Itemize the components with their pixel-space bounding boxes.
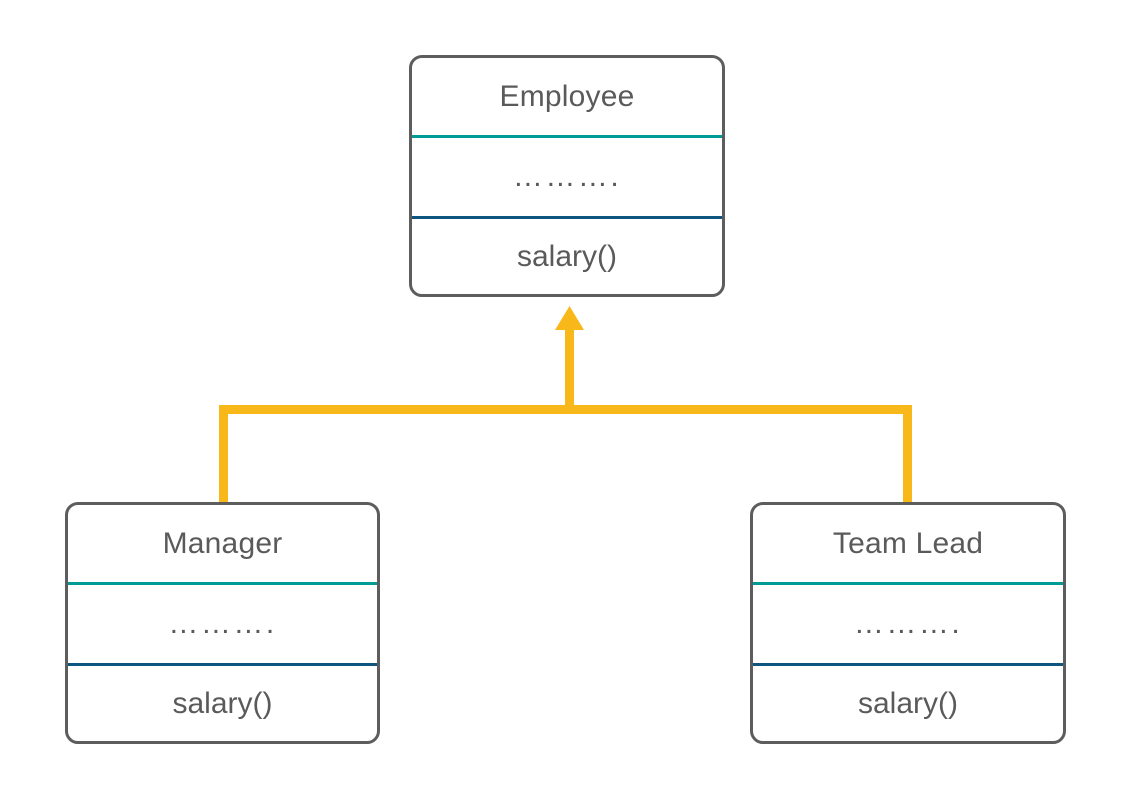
class-operations-employee: salary() [412, 216, 722, 294]
class-attributes-manager: ………. [68, 582, 377, 663]
class-name-team-lead: Team Lead [832, 526, 984, 560]
class-operations-manager: salary() [68, 663, 377, 741]
class-attributes-team-lead: ………. [753, 582, 1063, 663]
class-name-employee: Employee [499, 79, 635, 113]
class-box-manager[interactable]: Manager ………. salary() [65, 502, 380, 744]
class-box-employee[interactable]: Employee ………. salary() [409, 55, 725, 297]
class-operations-team-lead: salary() [753, 663, 1063, 741]
class-attributes-employee: ………. [412, 135, 722, 216]
generalization-arrowhead [555, 306, 584, 330]
class-box-team-lead[interactable]: Team Lead ………. salary() [750, 502, 1066, 744]
class-name-manager: Manager [162, 526, 283, 560]
